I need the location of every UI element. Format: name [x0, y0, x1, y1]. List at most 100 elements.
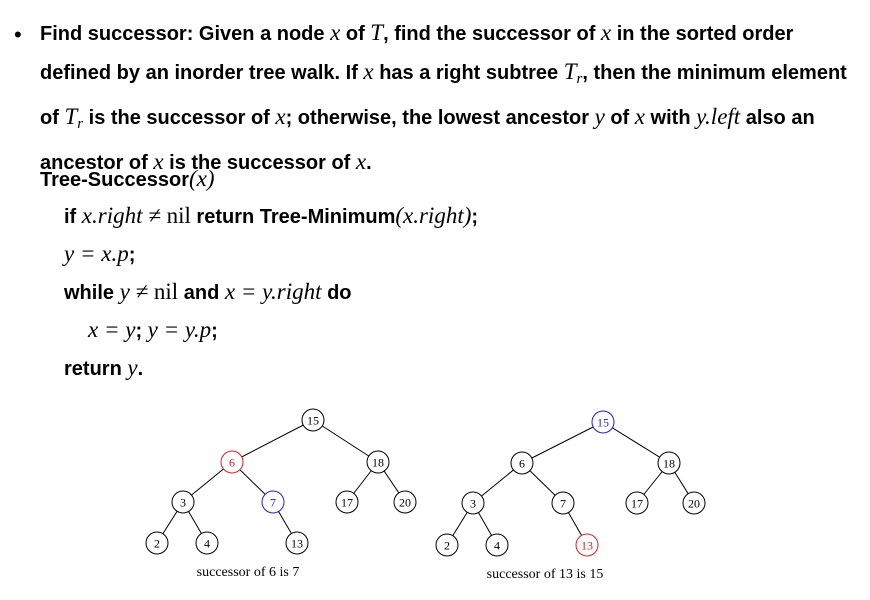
text: with: [645, 107, 697, 129]
tree-node-15: 15: [591, 410, 615, 434]
tree-node-17: 17: [625, 491, 649, 515]
node-circle: [171, 490, 195, 514]
node-label: 2: [444, 539, 450, 553]
algo-param: (x): [188, 166, 215, 191]
node-label: 4: [204, 537, 210, 551]
node-label: 13: [291, 537, 303, 551]
math-nil: nil: [153, 279, 179, 304]
node-circle: [285, 531, 309, 555]
math-x: x: [363, 59, 374, 84]
tree-node-20: 20: [393, 490, 417, 514]
math-x: x: [355, 149, 367, 174]
node-circle: [625, 491, 649, 515]
math-x: x: [330, 20, 341, 45]
text: of: [604, 107, 635, 129]
node-circle: [335, 490, 359, 514]
math-y-left: y.left: [696, 104, 741, 129]
tree-edge: [231, 419, 314, 463]
node-label: 15: [307, 414, 319, 428]
semicolon: ;: [135, 320, 148, 342]
node-circle: [435, 533, 459, 557]
tree-edge: [521, 421, 604, 464]
node-label: 3: [180, 496, 186, 510]
math-x: x: [153, 149, 164, 174]
node-circle: [575, 533, 599, 557]
math: x.right ≠: [81, 203, 167, 228]
node-circle: [657, 451, 681, 475]
node-label: 15: [597, 416, 609, 430]
node-circle: [393, 490, 417, 514]
math-subscript-r: r: [77, 116, 84, 132]
node-circle: [461, 491, 485, 515]
keyword-and: and: [178, 282, 225, 304]
node-circle: [551, 491, 575, 515]
tree-node-3: 3: [461, 491, 485, 515]
text: , find the successor of: [383, 23, 601, 45]
algo-name: Tree-Successor: [40, 169, 189, 191]
node-circle: [366, 450, 390, 474]
node-label: 2: [154, 537, 160, 551]
tree-node-4: 4: [485, 533, 509, 557]
node-label: 7: [270, 496, 276, 510]
tree-node-15: 15: [301, 408, 325, 432]
math-nil: nil: [166, 203, 191, 228]
node-circle: [510, 451, 534, 475]
tree-node-3: 3: [171, 490, 195, 514]
keyword-do: do: [321, 282, 352, 304]
math-y: y: [127, 355, 138, 380]
node-circle: [682, 491, 706, 515]
text: of: [340, 23, 371, 45]
text: has a right subtree: [373, 62, 564, 84]
math: y = x.p: [64, 241, 129, 266]
tree-node-7: 7: [261, 490, 285, 514]
math: y = y.p: [147, 317, 212, 342]
text: is the successor of: [83, 107, 276, 129]
node-label: 7: [560, 497, 566, 511]
text: is the successor of: [163, 152, 356, 174]
tree-caption: successor of 6 is 7: [197, 565, 300, 580]
node-label: 4: [494, 539, 500, 553]
math: x = y.right: [224, 279, 322, 304]
math: (x.right): [395, 203, 472, 228]
text: also an ancestor of: [40, 107, 815, 174]
algo-line-3: while y ≠ nil and x = y.right do: [64, 279, 352, 305]
tree-node-7: 7: [551, 491, 575, 515]
math: y ≠: [119, 279, 154, 304]
tree-edge: [312, 419, 379, 463]
text: Find successor: Given a node: [40, 23, 331, 45]
tree-caption: successor of 13 is 15: [487, 567, 604, 582]
algo-line-4: x = y; y = y.p;: [88, 317, 218, 343]
math-y: y: [594, 104, 605, 129]
node-label: 13: [581, 539, 593, 553]
tree-node-2: 2: [145, 531, 169, 555]
node-label: 6: [229, 456, 235, 470]
math-x: x: [634, 104, 645, 129]
math-x: x: [275, 104, 286, 129]
algo-header: Tree-Successor(x): [40, 166, 215, 192]
node-label: 6: [519, 457, 525, 471]
math: x = y: [88, 317, 136, 342]
node-circle: [195, 531, 219, 555]
keyword-return: return Tree-Minimum: [190, 206, 396, 228]
node-label: 17: [341, 496, 353, 510]
node-circle: [145, 531, 169, 555]
node-circle: [301, 408, 325, 432]
node-label: 20: [688, 497, 700, 511]
tree-edge: [602, 421, 670, 464]
bullet: •: [14, 22, 22, 47]
semicolon: ;: [128, 244, 136, 266]
tree-node-13: 13: [575, 533, 599, 557]
algo-line-5: return y.: [64, 355, 143, 381]
node-label: 3: [470, 497, 476, 511]
node-label: 17: [631, 497, 643, 511]
bst-tree-1: 15 6 18 3 7 17 20 2 4 13 successor of 6 is 7: [145, 408, 417, 580]
node-circle: [591, 410, 615, 434]
node-label: 18: [372, 456, 384, 470]
tree-node-6: 6: [220, 450, 244, 474]
math-x: x: [600, 20, 612, 45]
tree-node-2: 2: [435, 533, 459, 557]
tree-node-20: 20: [682, 491, 706, 515]
math-T: T: [64, 104, 78, 129]
text: , then the minimum element of: [40, 62, 847, 129]
